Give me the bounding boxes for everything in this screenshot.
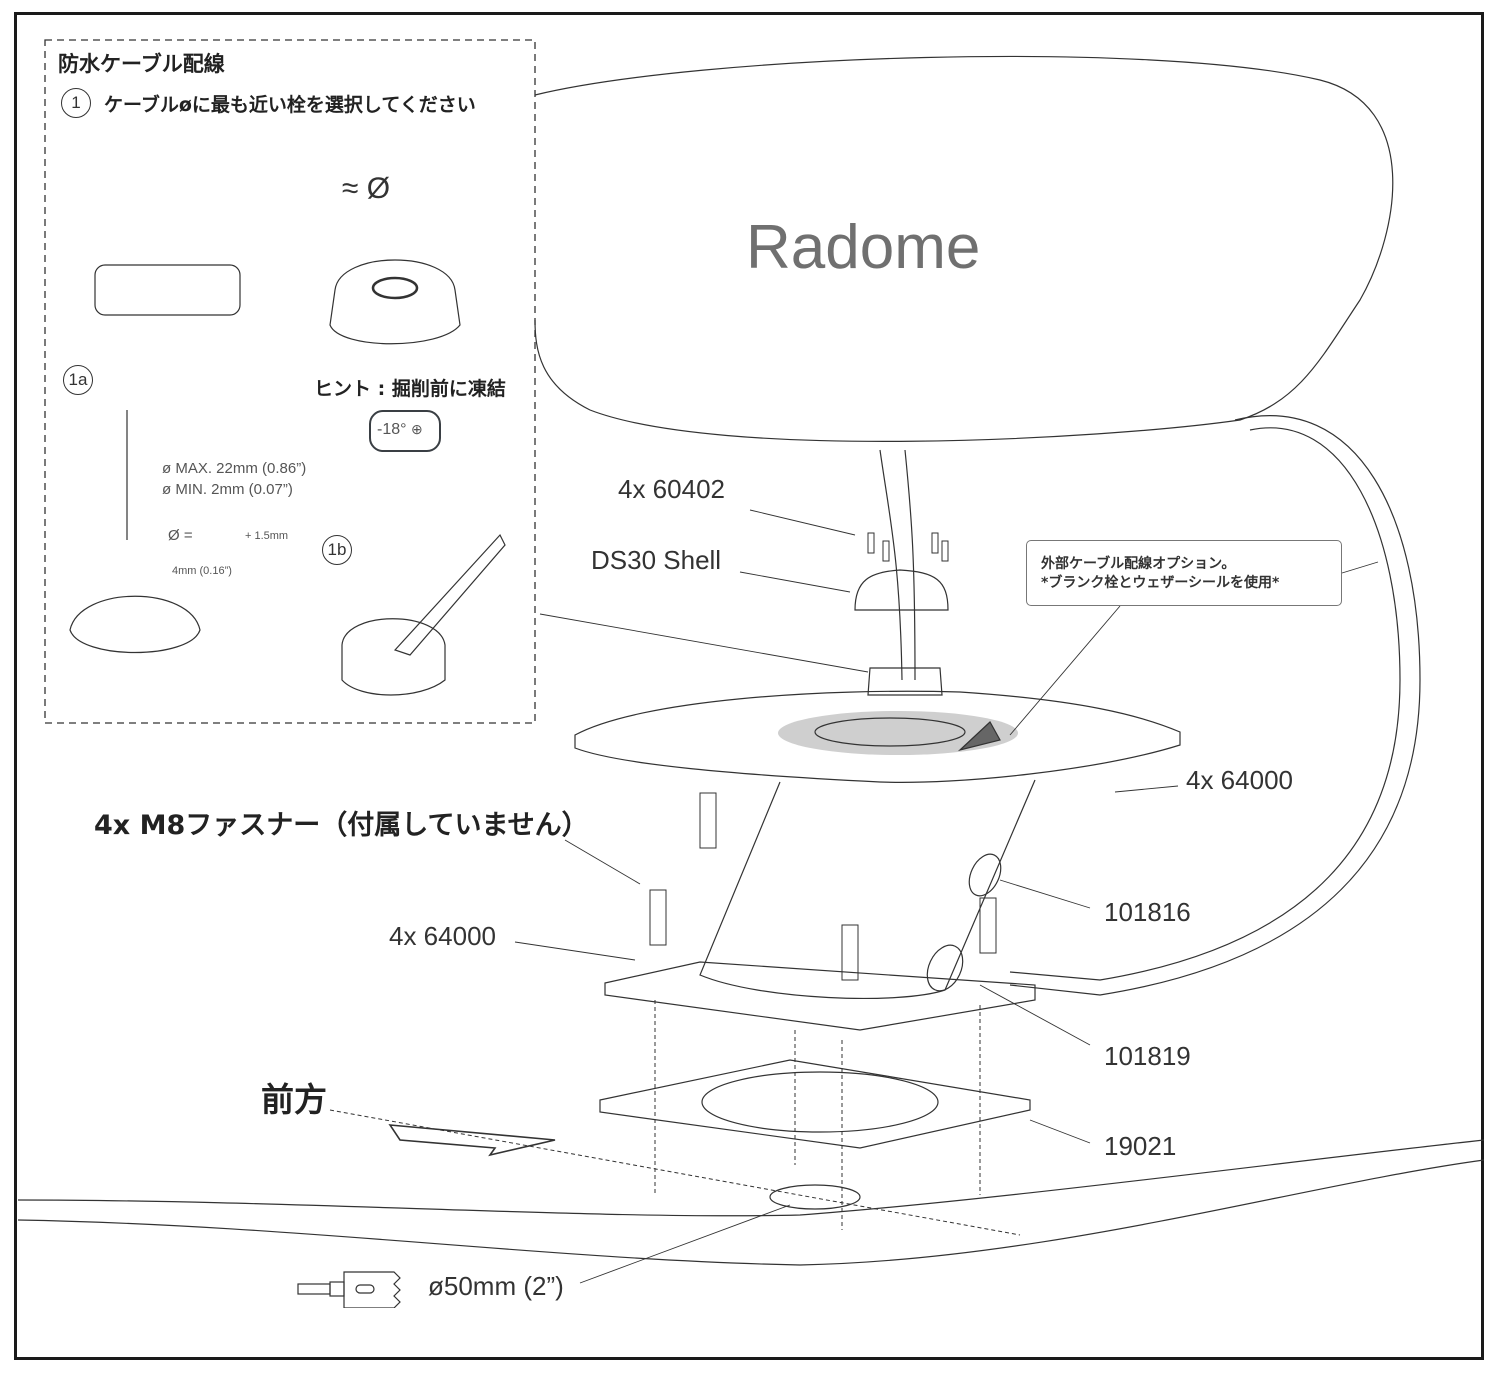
front-direction-label: 前方 (261, 1080, 327, 1119)
front-arrow (388, 1124, 556, 1157)
internal-cable (879, 449, 903, 681)
grommet-body (329, 259, 461, 345)
top-plate (574, 690, 1181, 783)
grommet-101819 (926, 944, 964, 992)
shell-1a (69, 595, 201, 654)
label-19021: 19021 (1104, 1131, 1177, 1161)
step1a-number: 1a (63, 365, 93, 395)
deck-hole (769, 1184, 861, 1210)
grommet-cut-1b (341, 618, 446, 696)
hint-text: ヒント : 掘削前に凍結 (314, 378, 506, 400)
gasket-hole (701, 1071, 939, 1133)
leader-lines (514, 509, 1379, 1284)
max-diameter: ø MAX. 22mm (0.86”) (162, 460, 307, 477)
freezer-icon: ⊕ (410, 421, 423, 437)
step1b-number: 1b (322, 535, 352, 565)
shell-dome (854, 569, 949, 611)
deck-edge-top (17, 1139, 1485, 1217)
scalpel (393, 533, 506, 656)
grommet-icon (371, 276, 419, 300)
external-cable-inner (1009, 427, 1401, 981)
approx-diameter-symbol: ≈ Ø (342, 172, 391, 205)
label-spacers-left: 4x 64000 (389, 921, 496, 951)
callout-line-1: 外部ケーブル配線オプション。 (1041, 556, 1236, 572)
wall-thickness: 4mm (0.16”) (172, 565, 232, 577)
freeze-badge: -18° ⊕ (369, 410, 441, 452)
external-cabling-callout: 外部ケーブル配線オプション。 *ブランク栓とウェザーシールを使用* (1026, 540, 1342, 606)
hole-saw-icon (296, 1270, 406, 1309)
inset-box (44, 39, 536, 724)
label-ds30-shell: DS30 Shell (591, 545, 722, 575)
grommet-101816 (968, 853, 1002, 897)
drill-offset: + 1.5mm (245, 530, 289, 542)
drill-formula: Ø = (168, 527, 193, 544)
callout-line-2: *ブランク栓とウェザーシールを使用* (1041, 575, 1280, 591)
base-plate (604, 961, 1036, 1031)
gasket (599, 1059, 1031, 1149)
label-m8-fasteners: 4x M8ファスナー（付属していません） (94, 810, 589, 841)
screws (867, 532, 949, 562)
step1-number: 1 (61, 88, 91, 118)
plate-cutout (814, 717, 966, 747)
blank-plug-flap (957, 721, 1001, 752)
radome-outline (534, 55, 1394, 442)
label-101816: 101816 (1104, 897, 1191, 927)
alignment-lines (329, 1000, 1021, 1236)
diagram-frame (14, 12, 1484, 1360)
pedestal-body (699, 779, 1036, 1000)
freeze-temp: -18° (377, 421, 407, 438)
min-diameter: ø MIN. 2mm (0.07”) (162, 481, 293, 498)
radome-label: Radome (746, 213, 981, 282)
plug-selection-panel (94, 264, 241, 316)
internal-cable-2 (904, 449, 916, 681)
m8-bolts (649, 792, 997, 981)
deck-edge-bottom (17, 1159, 1485, 1266)
inset-heading: 防水ケーブル配線 (58, 52, 225, 76)
label-screws-60402: 4x 60402 (618, 474, 725, 504)
gland-body (867, 667, 943, 696)
hole-size-label: ø50mm (2”) (428, 1271, 564, 1301)
step1-text: ケーブルøに最も近い栓を選択してください (104, 94, 476, 116)
label-spacers-right: 4x 64000 (1186, 765, 1293, 795)
label-101819: 101819 (1104, 1041, 1191, 1071)
external-cable (1009, 415, 1421, 996)
